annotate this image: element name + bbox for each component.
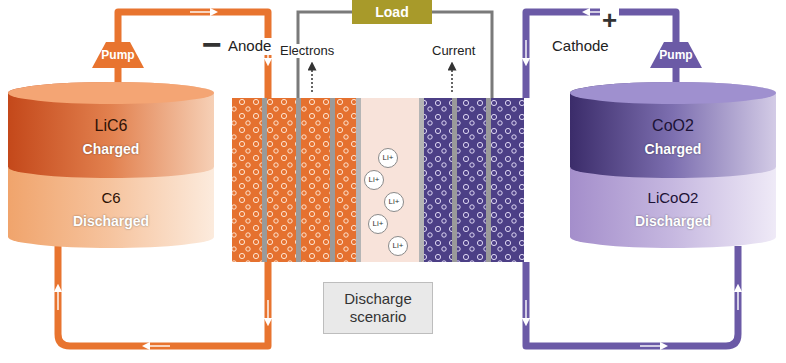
scenario-box: Discharge scenario [323,282,433,334]
lithium-ion: Li+ [368,214,388,234]
pump-symbol: Pump [650,42,702,68]
charged-tank: CoO2Charged [570,82,776,178]
pump-symbol: Pump [92,42,144,68]
node-label: Load [375,4,408,21]
state-label: Charged [83,141,140,158]
lithium-ion: Li+ [378,148,398,168]
state-label: Discharged [635,213,711,230]
node-label: LiC6 [95,116,128,135]
node-label: Pump [659,48,692,62]
state-label: Charged [645,141,702,158]
direction-arrow [312,66,452,92]
node-label: Li+ [383,153,394,163]
tank-outline [8,168,214,248]
lithium-ion: Li+ [364,170,384,190]
node-label: Li+ [369,175,380,185]
lithium-ion: Li+ [384,192,404,212]
lithium-ion: Li+ [388,236,408,256]
node-label: Discharge scenario [324,290,432,326]
node-label: Li+ [373,219,384,229]
charged-tank: LiC6Charged [8,82,214,178]
node-label: Pump [101,48,134,62]
tank-outline [570,168,776,248]
state-label: Discharged [73,213,149,230]
cell-stack [232,98,524,262]
discharged-tank: LiCoO2Discharged [570,168,776,248]
node-label: LiCoO2 [648,189,699,207]
electrode-label: Cathode [550,38,611,55]
node-label: CoO2 [652,116,694,135]
polarity-sign: + [600,6,619,35]
electrode-label: Anode [226,38,273,55]
load-box: Load [352,0,432,24]
node-label: C6 [101,189,120,207]
flow-label: Electrons [278,44,336,58]
discharged-tank: C6Discharged [8,168,214,248]
polarity-sign: − [200,26,224,63]
flow-label: Current [430,44,477,58]
node-label: Li+ [393,241,404,251]
node-label: Li+ [389,197,400,207]
